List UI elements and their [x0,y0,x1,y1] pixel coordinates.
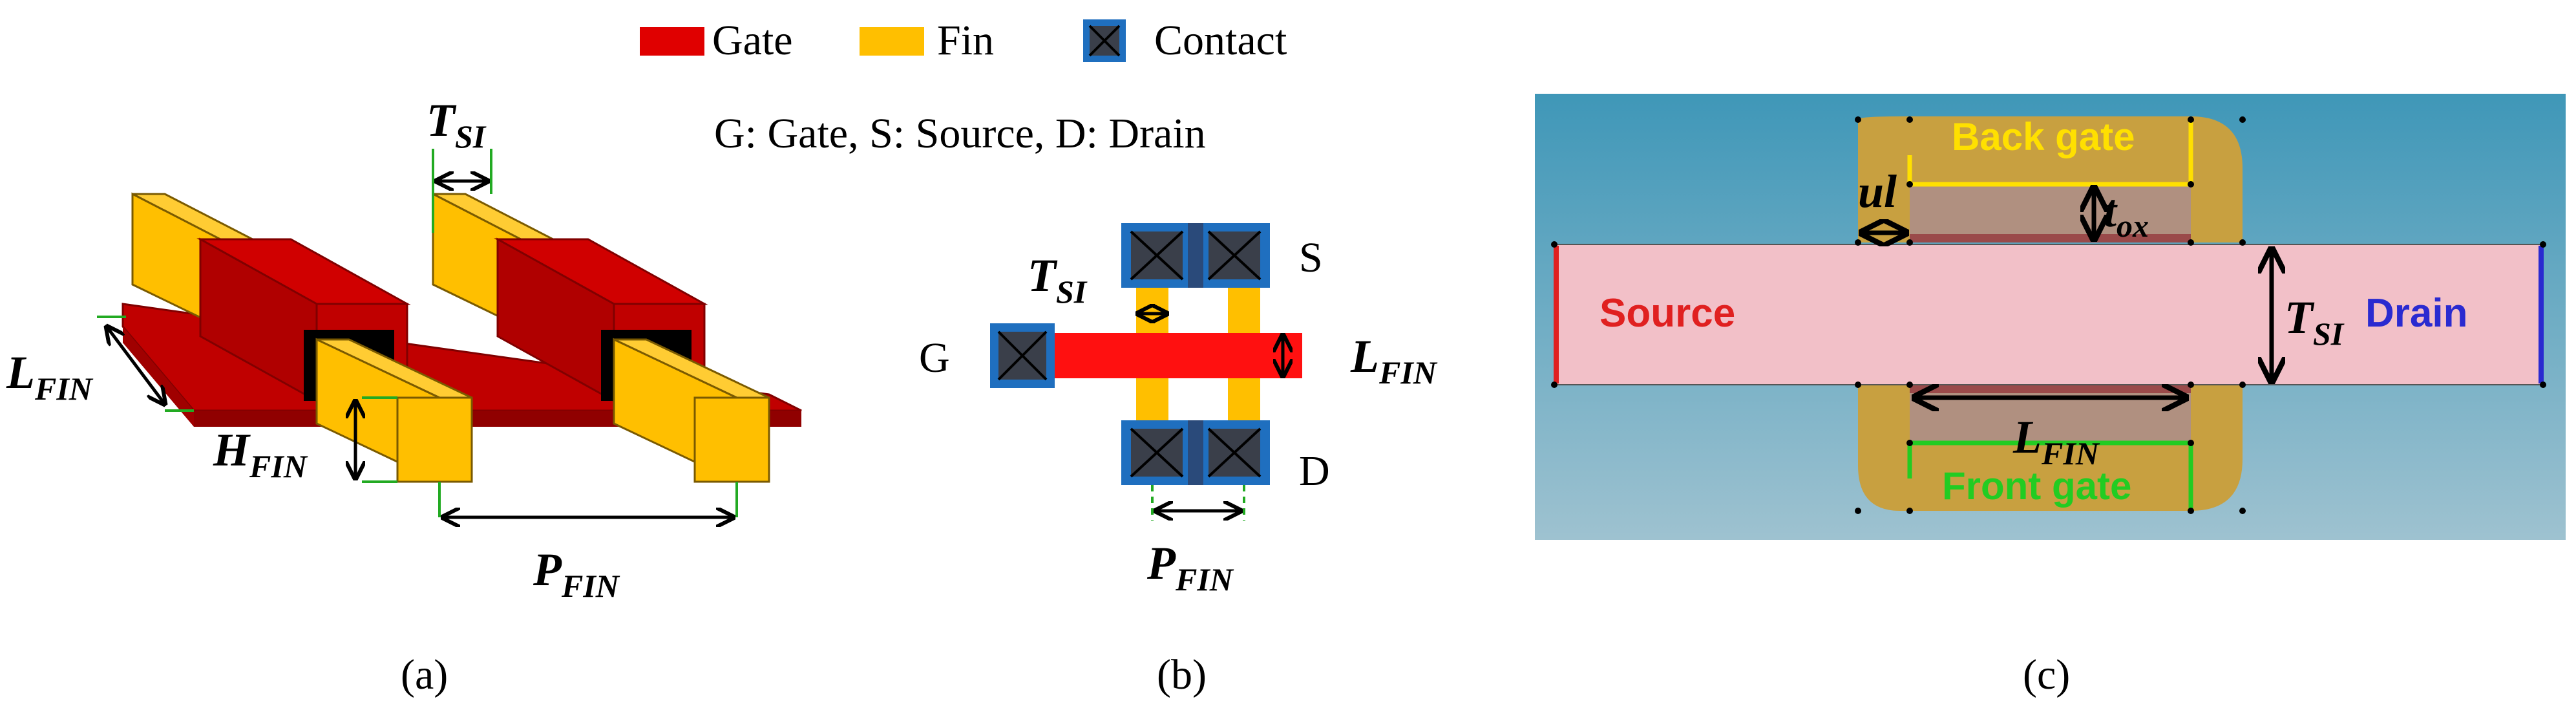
l-fin-arrow-a [107,327,165,404]
source-label: Source [1599,291,1735,336]
front-gate-contact-line [1907,440,2193,511]
caption-a: (a) [401,651,448,698]
legend-gate-swatch [640,27,704,56]
t-ox-label: tox [2104,185,2149,244]
p-fin-label-a: PFIN [533,544,620,604]
drain-label: Drain [2365,291,2467,336]
p-fin-label-b: PFIN [1146,537,1234,597]
d-label: D [1299,447,1330,495]
l-fin-label-a: LFIN [6,347,94,407]
back-oxide [1910,184,2191,242]
h-fin-label-a: HFIN [213,424,308,484]
legend-abbreviations: G: Gate, S: Source, D: Drain [714,110,1206,157]
drain-contacts [1121,420,1270,485]
back-gate-contact-line [1907,120,2193,187]
l-fin-label-c: LFIN [2012,411,2100,471]
fin-front-right [613,338,770,484]
front-gate-label: Front gate [1942,464,2131,508]
front-oxide [1910,385,2191,443]
channel-silicon [1554,244,2544,385]
caption-b: (b) [1157,651,1207,698]
source-contacts [1121,223,1270,288]
s-label: S [1299,234,1323,281]
fin-front-left [315,338,473,484]
legend-contact-swatch [1083,19,1126,62]
caption-c: (c) [2023,651,2070,698]
ul-label: ul [1858,166,1897,217]
t-si-label-b: TSI [1028,250,1088,310]
legend-gate-label: Gate [712,17,793,64]
panel-c-cross-section: Back gate Front gate Source Drain ul tox… [1535,94,2566,698]
legend-contact-label: Contact [1154,17,1287,64]
gate-contact [990,323,1055,388]
legend: Gate Fin Contact G: Gate, S: Source, D: … [640,17,1287,157]
t-si-label-c: TSI [2285,292,2345,352]
legend-fin-swatch [860,27,924,56]
l-fin-label-b: LFIN [1350,330,1438,391]
t-si-label-a: TSI [427,94,487,155]
legend-fin-label: Fin [937,17,994,64]
g-label: G [919,334,950,382]
panel-b-layout: S G D TSI LFIN PFIN (b) [919,223,1438,698]
panel-a-finfet-3d: TSI LFIN HFIN PFIN (a) [6,94,802,698]
back-gate-label: Back gate [1952,115,2135,158]
gate-bar [1050,333,1302,378]
